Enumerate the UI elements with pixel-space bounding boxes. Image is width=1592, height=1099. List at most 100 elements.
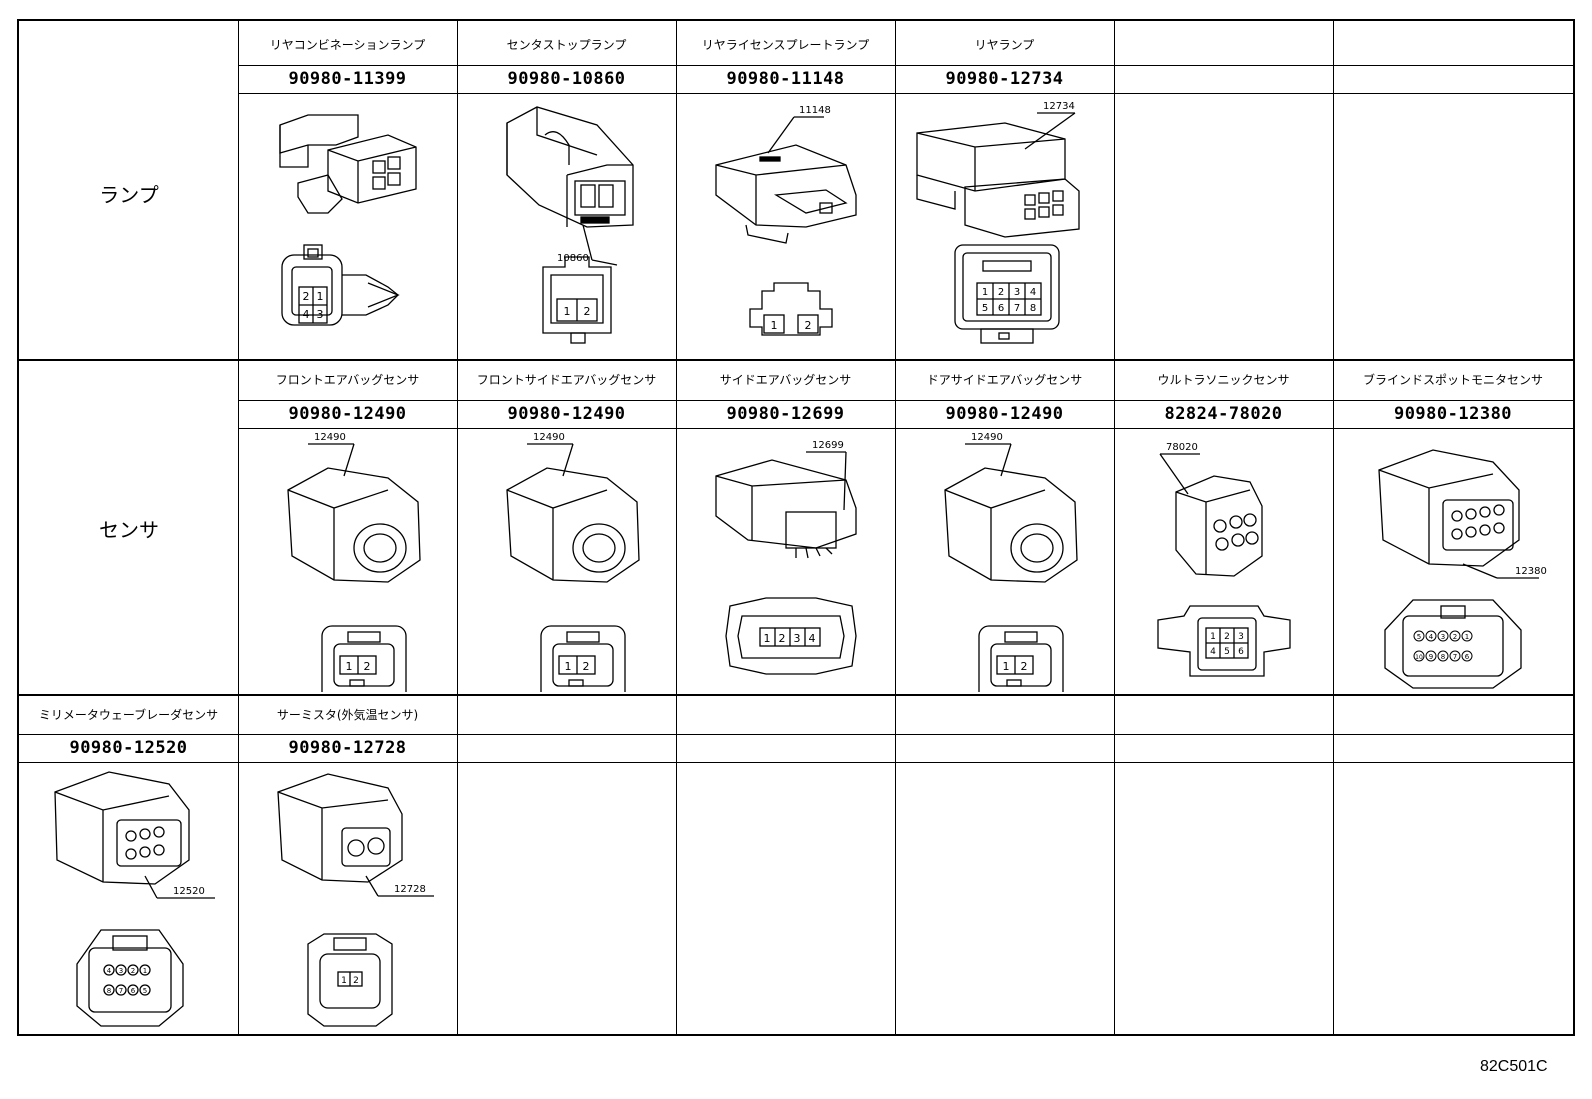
connector-drawing: 10860 1 2 xyxy=(457,95,676,357)
callout-label: 78020 xyxy=(1166,442,1198,453)
pin-label: 7 xyxy=(119,987,123,995)
pin-label: 1 xyxy=(143,967,147,975)
connector-drawing: 12490 1 2 xyxy=(457,430,676,692)
connector-drawing: 2 1 4 3 xyxy=(238,95,457,357)
pin-label: 4 xyxy=(303,308,310,321)
pin-label: 1 xyxy=(1465,633,1469,641)
row-divider xyxy=(238,65,1573,66)
col-divider xyxy=(676,21,677,1034)
pin-label: 4 xyxy=(1210,647,1216,657)
pin-label: 6 xyxy=(998,303,1004,314)
connector-name: フロントサイドエアバッグセンサ xyxy=(476,373,657,387)
callout-label: 12490 xyxy=(533,432,565,443)
row-divider xyxy=(238,428,1573,429)
pin-label: 4 xyxy=(1030,287,1036,298)
pin-label: 2 xyxy=(583,660,590,673)
pin-label: 4 xyxy=(1429,633,1434,641)
callout-label: 11148 xyxy=(799,105,831,116)
part-number: 90980-12520 xyxy=(69,738,188,758)
connector-drawing: 12734 1 2 3 4 5 6 7 8 xyxy=(895,95,1114,357)
pin-label: 1 xyxy=(346,660,353,673)
connector-name: センタストップランプ xyxy=(506,38,627,52)
diagram-code: 82C501C xyxy=(1480,1058,1548,1075)
category-lamp: ランプ xyxy=(99,183,159,207)
connector-drawing: 12699 1 2 3 4 xyxy=(676,430,895,692)
callout-label: 12734 xyxy=(1043,101,1075,112)
pin-label: 5 xyxy=(982,303,988,314)
part-number: 90980-11148 xyxy=(726,69,845,89)
pin-label: 2 xyxy=(1021,660,1028,673)
pin-label: 2 xyxy=(1224,632,1230,642)
row-divider xyxy=(19,734,1573,735)
section-divider xyxy=(19,694,1573,696)
part-number: 90980-12734 xyxy=(945,69,1064,89)
pin-label: 1 xyxy=(341,976,347,986)
connector-name: リヤコンビネーションランプ xyxy=(269,38,426,52)
pin-label: 2 xyxy=(805,319,812,332)
connector-drawing: 12490 1 2 xyxy=(238,430,457,692)
pin-label: 8 xyxy=(1441,653,1445,661)
pin-label: 1 xyxy=(565,660,572,673)
pin-label: 6 xyxy=(1465,653,1470,661)
pin-label: 2 xyxy=(131,967,135,975)
pin-label: 3 xyxy=(1238,632,1244,642)
pin-label: 8 xyxy=(107,987,111,995)
part-number: 90980-12490 xyxy=(507,404,626,424)
connector-drawing: 12520 4 3 2 1 8 7 6 5 xyxy=(19,764,238,1034)
pin-label: 6 xyxy=(131,987,136,995)
pin-label: 3 xyxy=(1441,633,1445,641)
callout-label: 12520 xyxy=(173,886,205,897)
part-number: 82824-78020 xyxy=(1164,404,1283,424)
pin-label: 2 xyxy=(1453,633,1457,641)
connector-drawing: 12728 1 2 xyxy=(238,764,457,1034)
pin-label: 2 xyxy=(998,287,1004,298)
pin-label: 2 xyxy=(779,632,786,645)
part-number: 90980-12490 xyxy=(945,404,1064,424)
pin-label: 3 xyxy=(1014,287,1020,298)
pin-label: 4 xyxy=(107,967,112,975)
connector-name: サイドエアバッグセンサ xyxy=(719,373,852,387)
pin-label: 3 xyxy=(794,632,801,645)
connector-name: ブラインドスポットモニタセンサ xyxy=(1362,373,1543,387)
pin-label: 1 xyxy=(317,290,324,303)
connector-name: ミリメータウェーブレーダセンサ xyxy=(38,708,219,722)
pin-label: 2 xyxy=(303,290,310,303)
pin-label: 7 xyxy=(1014,303,1020,314)
part-number: 90980-12699 xyxy=(726,404,845,424)
callout-label: 12728 xyxy=(394,884,426,895)
pin-label: 5 xyxy=(143,987,147,995)
pin-label: 1 xyxy=(1210,632,1216,642)
part-number: 90980-10860 xyxy=(507,69,626,89)
part-number: 90980-11399 xyxy=(288,69,407,89)
pin-label: 8 xyxy=(1030,303,1036,314)
pin-label: 2 xyxy=(584,305,591,318)
pin-label: 5 xyxy=(1417,633,1421,641)
col-divider xyxy=(1114,21,1115,1034)
pin-label: 2 xyxy=(364,660,371,673)
callout-label: 10860 xyxy=(557,253,589,264)
callout-label: 12490 xyxy=(971,432,1003,443)
pin-label: 7 xyxy=(1453,653,1457,661)
connector-name: フロントエアバッグセンサ xyxy=(275,373,420,387)
callout-label: 12380 xyxy=(1515,566,1547,577)
callout-label: 12699 xyxy=(812,440,844,451)
row-divider xyxy=(19,762,1573,763)
pin-label: 9 xyxy=(1429,653,1433,661)
category-sensor: センサ xyxy=(99,518,159,542)
pin-label: 4 xyxy=(809,632,816,645)
connector-name: サーミスタ(外気温センサ) xyxy=(276,708,419,722)
pin-label: 6 xyxy=(1238,647,1244,657)
row-divider xyxy=(238,400,1573,401)
col-divider xyxy=(895,21,896,1034)
pin-label: 1 xyxy=(1003,660,1010,673)
pin-label: 10 xyxy=(1415,654,1423,661)
connector-name: ウルトラソニックセンサ xyxy=(1157,373,1290,387)
pin-label: 1 xyxy=(771,319,778,332)
pin-label: 3 xyxy=(119,967,123,975)
pin-label: 1 xyxy=(764,632,771,645)
connector-drawing: 78020 1 2 3 4 5 6 xyxy=(1114,430,1333,692)
section-divider xyxy=(19,359,1573,361)
pin-label: 3 xyxy=(317,308,324,321)
pin-label: 5 xyxy=(1224,647,1230,657)
connector-drawing: 12490 1 2 xyxy=(895,430,1114,692)
